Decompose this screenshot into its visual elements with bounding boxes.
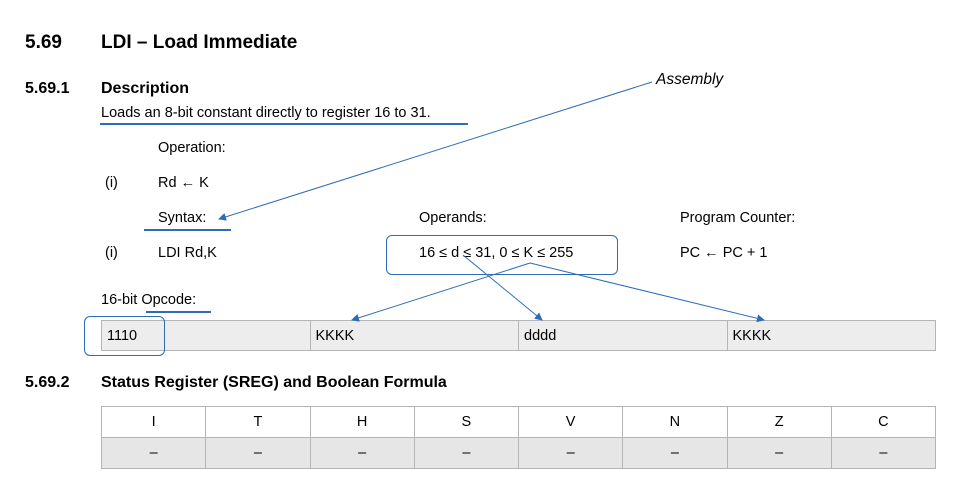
sreg-flag-row: I T H S V N Z C xyxy=(100,406,937,438)
operation-label: Operation: xyxy=(158,140,226,156)
syntax-expression: LDI Rd,K xyxy=(158,245,217,261)
sreg-value: – xyxy=(726,437,832,469)
operands-highlight-box xyxy=(386,235,618,275)
syntax-label: Syntax: xyxy=(158,210,207,226)
operands-label: Operands: xyxy=(419,210,487,226)
assembly-annotation: Assembly xyxy=(656,71,724,88)
program-counter-value: PC ← PC + 1 xyxy=(680,245,768,261)
sreg-value: – xyxy=(413,437,520,469)
syntax-underline xyxy=(144,229,231,231)
opcode-table: 1110 KKKK dddd KKKK xyxy=(101,320,936,351)
sreg-flag: I xyxy=(100,406,207,438)
description-number: 5.69.1 xyxy=(25,80,70,97)
program-counter-label: Program Counter: xyxy=(680,210,796,226)
sreg-flag: T xyxy=(205,406,311,438)
sreg-value: – xyxy=(622,437,728,469)
sreg-value: – xyxy=(830,437,937,469)
sreg-table: I T H S V N Z C – – – – – – – – xyxy=(100,406,937,469)
opcode-cell-3: dddd xyxy=(518,321,727,350)
sreg-number: 5.69.2 xyxy=(25,374,70,391)
opcode-label: 16-bit Opcode: xyxy=(101,292,196,308)
sreg-flag: H xyxy=(309,406,415,438)
opcode-highlight-box xyxy=(84,316,165,356)
sreg-value: – xyxy=(517,437,624,469)
opcode-underline xyxy=(146,311,211,313)
opcode-label-word: Opcode: xyxy=(141,292,197,308)
description-heading: Description xyxy=(101,80,190,97)
section-number: 5.69 xyxy=(25,32,62,53)
section-title: LDI – Load Immediate xyxy=(101,32,298,53)
sreg-value: – xyxy=(205,437,311,469)
syntax-index: (i) xyxy=(105,245,118,261)
sreg-flag: C xyxy=(830,406,937,438)
assembly-arrow xyxy=(218,81,653,221)
opcode-cell-1: 1110 xyxy=(107,327,138,344)
sreg-value: – xyxy=(309,437,415,469)
description-underline xyxy=(100,123,468,125)
sreg-flag: N xyxy=(622,406,728,438)
operation-index: (i) xyxy=(105,175,118,191)
description-text: Loads an 8-bit constant directly to regi… xyxy=(101,105,431,121)
sreg-flag: V xyxy=(517,406,624,438)
sreg-value: – xyxy=(100,437,207,469)
sreg-heading: Status Register (SREG) and Boolean Formu… xyxy=(101,374,447,391)
opcode-cell-4: KKKK xyxy=(726,321,936,350)
operation-expression: Rd ← K xyxy=(158,175,209,191)
opcode-cell-2: KKKK xyxy=(309,321,519,350)
opcode-label-prefix: 16-bit xyxy=(101,292,142,308)
sreg-value-row: – – – – – – – – xyxy=(100,437,937,469)
sreg-flag: S xyxy=(413,406,520,438)
sreg-flag: Z xyxy=(726,406,832,438)
